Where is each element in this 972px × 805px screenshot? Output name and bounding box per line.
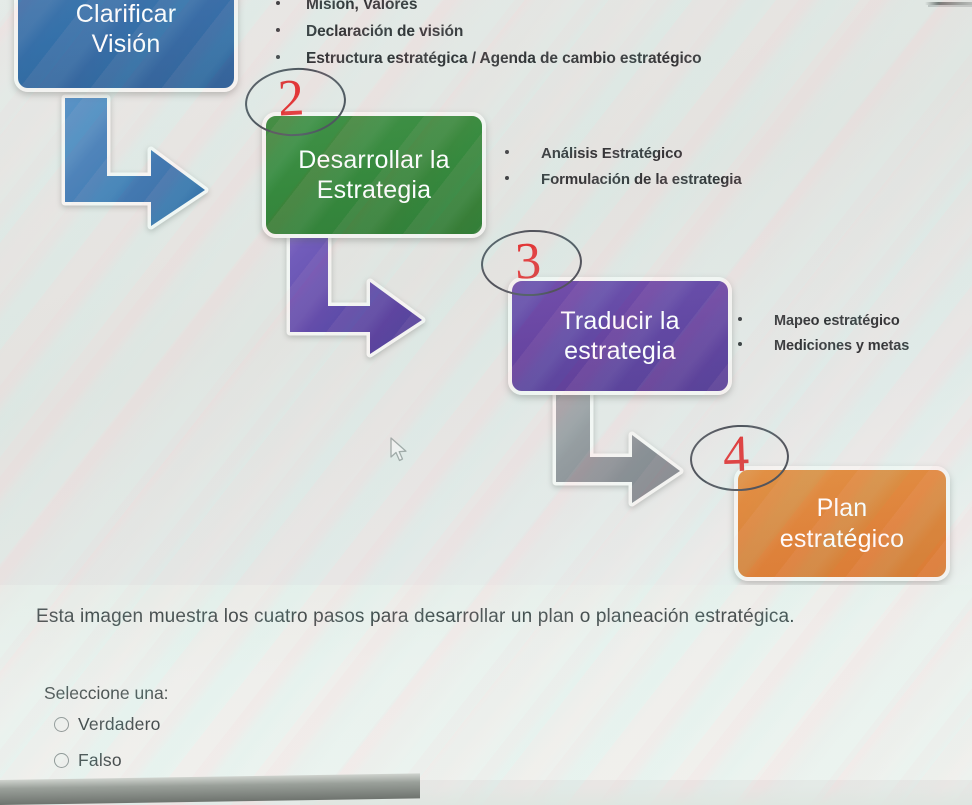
step-box-1-line2: Visión <box>91 30 161 58</box>
step-3-bullet-text: Mediciones y metas <box>774 338 910 354</box>
step-box-desarrollar-la-estrategia: Desarrollar la Estrategia <box>262 112 486 238</box>
answer-option-falso[interactable]: Falso <box>54 750 122 771</box>
question-area <box>0 585 972 780</box>
bullet-dot-icon <box>276 1 280 5</box>
step-2-bullet-item: Análisis Estratégico <box>505 145 742 162</box>
bullet-dot-icon <box>505 176 509 180</box>
screen-bottom-glare <box>300 786 972 805</box>
arrow-cursor-icon <box>390 437 407 462</box>
bullet-dot-icon <box>505 150 509 154</box>
step-box-clarificar-vision: Clarificar Visión <box>14 0 238 92</box>
answer-label-falso: Falso <box>78 750 122 770</box>
question-statement: Esta imagen muestra los cuatro pasos par… <box>36 606 795 627</box>
radio-button-falso[interactable] <box>54 753 69 768</box>
step-box-1-line1: Clarificar <box>75 0 177 28</box>
bullet-dot-icon <box>276 28 280 32</box>
radio-button-verdadero[interactable] <box>54 717 69 732</box>
arrow-step3-to-step4-icon <box>552 387 684 507</box>
step-1-bullet-text: Declaración de visión <box>306 23 464 40</box>
step-box-2-line2: Estrategia <box>316 176 432 204</box>
step-3-bullet-item: Mediciones y metas <box>738 338 909 354</box>
slide-frame-edge-shadow <box>928 5 972 7</box>
step-3-bullet-text: Mapeo estratégico <box>774 313 900 329</box>
arrow-step2-to-step3-icon <box>286 230 426 358</box>
step-box-plan-estrategico: Plan estratégico <box>734 466 950 581</box>
select-one-label: Seleccione una: <box>44 683 169 703</box>
step-number-3: 3 <box>513 232 542 291</box>
bullet-dot-icon <box>738 317 742 321</box>
step-box-3-line2: estrategia <box>564 337 676 365</box>
arrow-step1-to-step2-icon <box>61 94 209 230</box>
step-2-bullet-item: Formulación de la estrategia <box>505 171 742 188</box>
answer-option-verdadero[interactable]: Verdadero <box>54 714 161 735</box>
step-2-bullet-list: Análisis Estratégico Formulación de la e… <box>505 145 742 197</box>
answer-label-verdadero: Verdadero <box>78 714 161 734</box>
step-3-bullet-list: Mapeo estratégico Mediciones y metas <box>738 313 909 363</box>
step-1-bullet-list: Misión, Valores Declaración de visión Es… <box>276 0 702 77</box>
slide-image: Clarificar Visión Desarrollar la Estrate… <box>0 0 972 585</box>
step-box-4-line2: estratégico <box>779 524 905 553</box>
bullet-dot-icon <box>738 342 742 346</box>
step-1-bullet-text: Misión, Valores <box>306 0 418 13</box>
step-box-3-line1: Traducir la <box>560 306 680 335</box>
step-1-bullet-item: Estructura estratégica / Agenda de cambi… <box>276 50 702 68</box>
step-number-2: 2 <box>276 69 306 128</box>
step-1-bullet-text: Estructura estratégica / Agenda de cambi… <box>306 50 702 67</box>
step-2-bullet-text: Formulación de la estrategia <box>541 171 742 188</box>
step-number-4: 4 <box>721 425 750 484</box>
step-box-4-line1: Plan <box>816 494 868 522</box>
step-1-bullet-item: Declaración de visión <box>276 23 702 41</box>
step-1-bullet-item: Misión, Valores <box>276 0 702 14</box>
step-2-bullet-text: Análisis Estratégico <box>541 145 683 162</box>
bullet-dot-icon <box>276 55 280 59</box>
slide-frame-edge <box>925 2 972 5</box>
step-3-bullet-item: Mapeo estratégico <box>738 313 909 329</box>
step-box-2-line1: Desarrollar la <box>298 145 450 174</box>
step-box-traducir-la-estrategia: Traducir la estrategia <box>508 277 732 395</box>
